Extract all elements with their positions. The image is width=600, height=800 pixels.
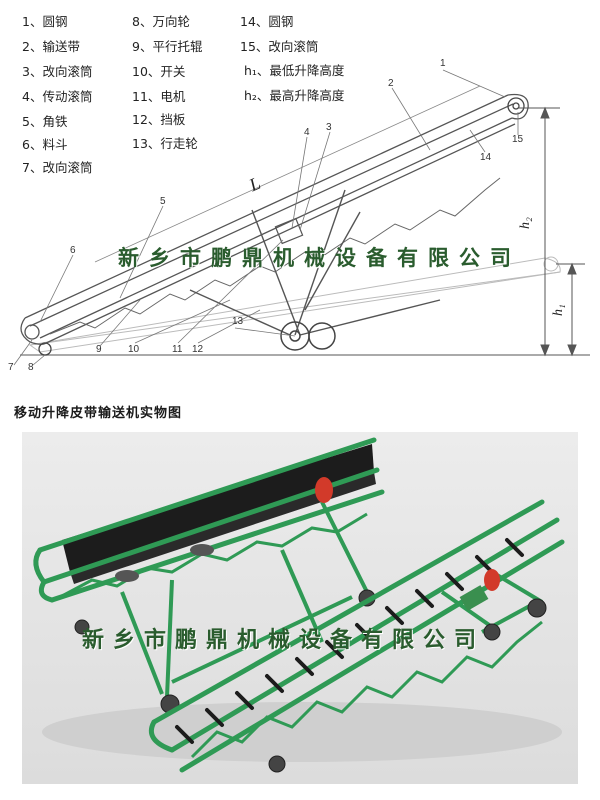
callout-15: 15 (512, 134, 524, 145)
photo-caption: 移动升降皮带输送机实物图 (14, 406, 183, 421)
callout-2: 2 (388, 78, 394, 89)
legend-item-13: 13、行走轮 (132, 136, 198, 151)
product-photo-illustration (33, 437, 565, 773)
callout-8: 8 (28, 362, 34, 373)
legend-item-8: 8、万向轮 (132, 14, 190, 29)
conveyor-a-belt (62, 444, 374, 572)
callout-11: 11 (172, 344, 183, 355)
h1-label: h₁ (550, 304, 566, 316)
upper-frame (20, 93, 529, 345)
conveyor-b-motor (484, 569, 500, 591)
legend-item-6: 6、料斗 (22, 137, 68, 152)
callout-14: 14 (480, 152, 492, 163)
callout-6: 6 (70, 245, 76, 256)
photo-watermark: 新乡市鹏鼎机械设备有限公司 (82, 627, 486, 653)
support-legs (189, 189, 441, 336)
legend-item-5: 5、角铁 (22, 114, 68, 129)
legend-item-1: 1、圆钢 (22, 14, 68, 29)
conveyor-diagram (13, 69, 590, 366)
product-photo-panel: 新乡市鹏鼎机械设备有限公司 (22, 432, 578, 784)
caster-wheel (38, 342, 52, 356)
conveyor-a-motor (315, 477, 333, 503)
callout-13: 13 (232, 316, 244, 327)
walking-wheels (280, 321, 336, 351)
callout-10: 10 (128, 344, 140, 355)
legend-item-9: 9、平行托辊 (132, 39, 203, 54)
legend-item-10: 10、开关 (132, 64, 186, 79)
diagram-panel: 1、圆钢 2、输送带 3、改向滚筒 4、传动滚筒 5、角铁 6、料斗 7、改向滚… (0, 0, 600, 385)
callout-3: 3 (326, 122, 332, 133)
conveyor-a (33, 437, 385, 714)
legend-item-7: 7、改向滚筒 (22, 160, 93, 175)
legend-item-4: 4、传动滚筒 (22, 89, 93, 104)
h2-label: h₂ (517, 217, 533, 229)
callout-1: 1 (440, 58, 446, 69)
legend-item-h2: h₂、最高升降高度 (244, 88, 345, 103)
callout-12: 12 (192, 344, 204, 355)
truss-lattice (49, 177, 501, 335)
conveyor-b (148, 499, 565, 773)
legend-item-3: 3、改向滚筒 (22, 64, 93, 79)
callout-9: 9 (96, 344, 102, 355)
leader-lines (13, 69, 519, 366)
height-dimensions (518, 106, 585, 357)
legend-item-2: 2、输送带 (22, 39, 80, 54)
conveyor-b-rollers (175, 538, 524, 744)
callout-5: 5 (160, 196, 166, 207)
legend-item-14: 14、圆钢 (240, 14, 294, 29)
length-dim-line (94, 85, 481, 263)
callout-4: 4 (304, 127, 310, 138)
motor-box (274, 217, 304, 245)
legend-item-12: 12、挡板 (132, 112, 186, 127)
diagram-watermark: 新乡市鹏鼎机械设备有限公司 (118, 245, 521, 270)
legend-item-15: 15、改向滚筒 (240, 39, 319, 54)
floor-shadow (42, 702, 562, 762)
legend-item-11: 11、电机 (132, 89, 186, 104)
callout-7: 7 (8, 362, 14, 373)
legend-item-h1: h₁、最低升降高度 (244, 63, 345, 78)
